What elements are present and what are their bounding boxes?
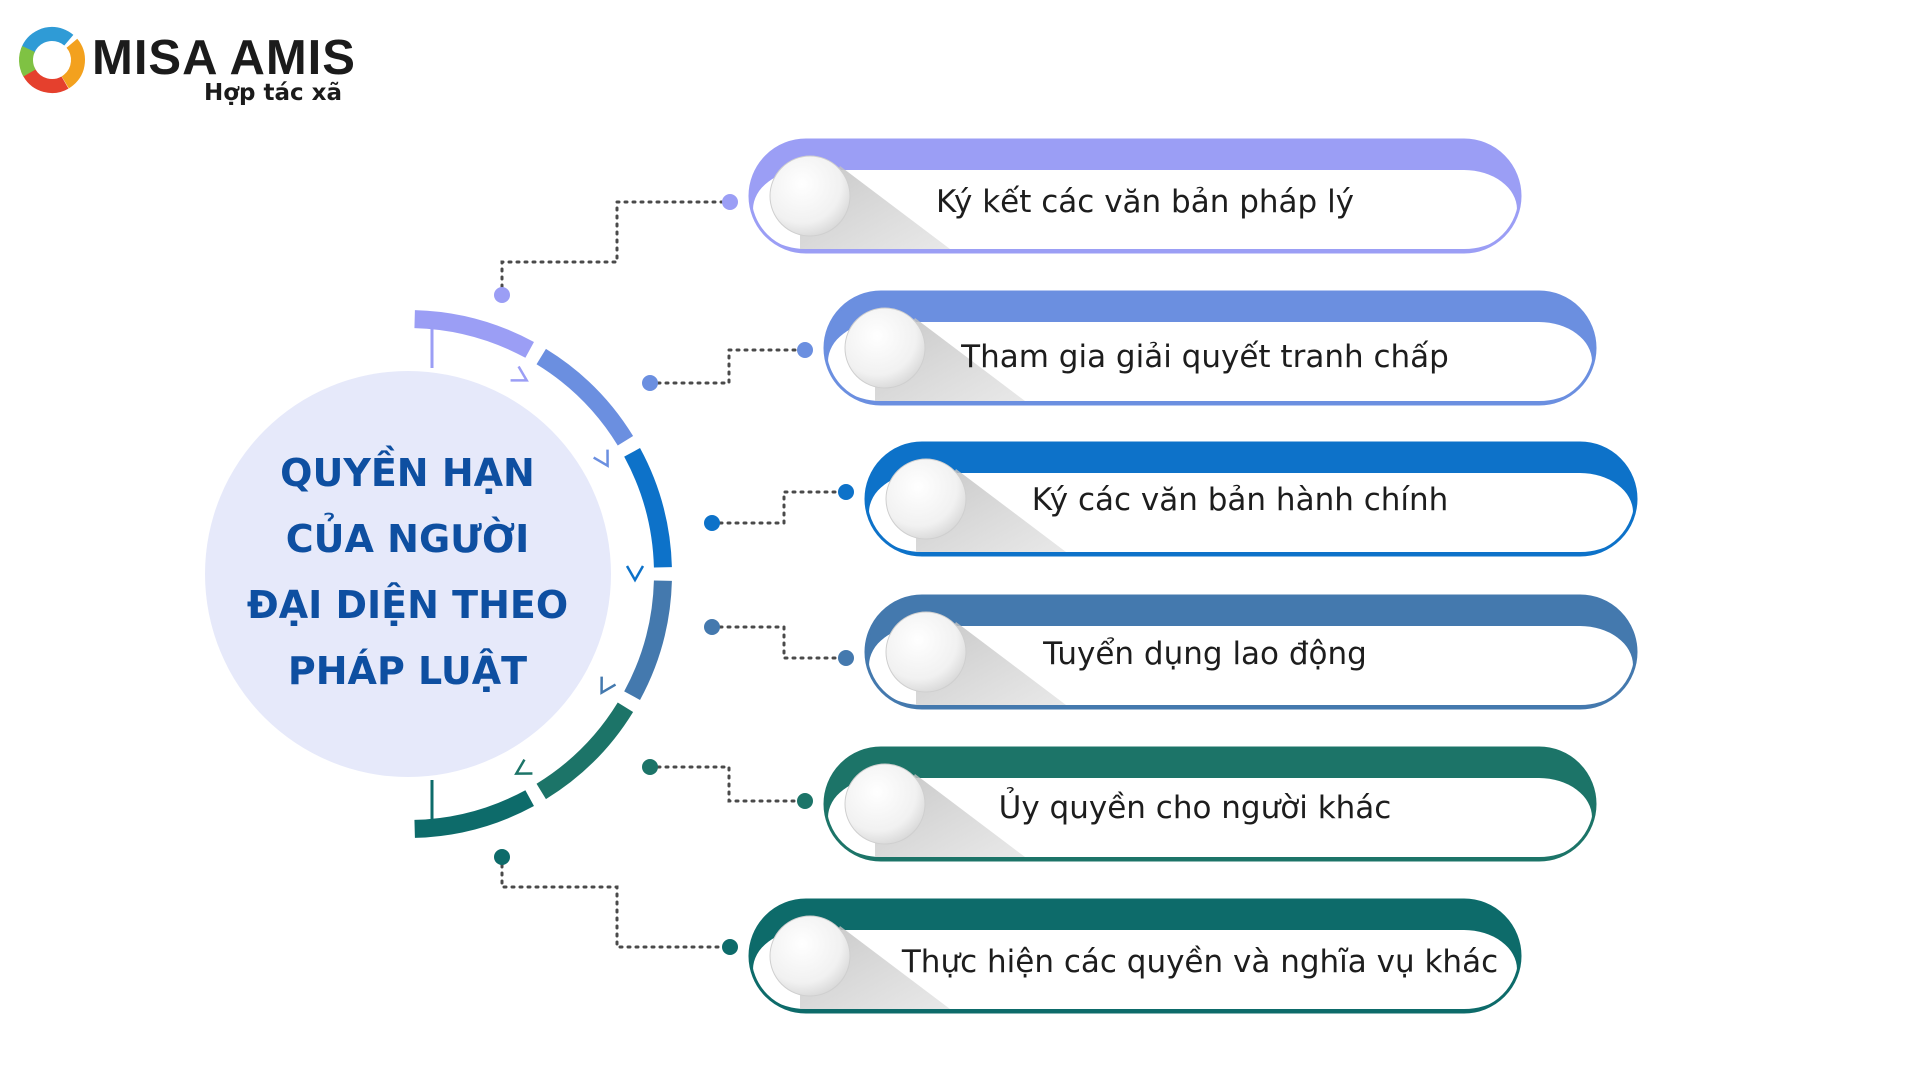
brand-name: MISA AMIS [92,31,356,85]
arc-segment-6 [414,790,534,838]
item-label-6: Thực hiện các quyền và nghĩa vụ khác [901,944,1499,980]
item-card-2 [823,290,1597,406]
connector-start-dot-1 [494,287,510,303]
connector-line-5 [648,765,807,803]
item-card-1 [748,138,1522,254]
misa-logo-icon [19,27,85,94]
card-outline-4 [864,594,1638,710]
knob-3 [885,458,967,540]
card-body-4 [869,626,1633,705]
junction-arrow-3 [625,565,645,583]
item-label-1: Ký kết các văn bản pháp lý [935,184,1355,220]
card-body-5 [828,778,1592,857]
knob-5 [844,763,926,845]
item-card-4 [864,594,1638,710]
card-outline-5 [823,746,1597,862]
connector-end-dot-1 [722,194,738,210]
junction-arrow-1 [510,365,529,382]
arc-segment-5 [536,702,634,800]
connector-line-2 [648,348,807,385]
arc-segment-3 [624,448,672,568]
arc-segment-4 [624,580,672,700]
knob-4 [885,611,967,693]
connector-start-dot-6 [494,849,510,865]
junction-arrow-2 [593,449,609,468]
knob-6 [769,915,851,997]
item-label-3: Ký các văn bản hành chính [1031,482,1449,518]
center-title: QUYỀN HẠN CỦA NGƯỜI ĐẠI DIỆN THEO PHÁP L… [246,451,569,693]
card-body-6 [753,930,1517,1009]
connector-line-1 [500,200,732,297]
connector-end-dot-3 [838,484,854,500]
card-body-3 [869,473,1633,552]
connector-line-6 [500,855,732,949]
knob-2 [844,307,926,389]
connectors [494,194,854,955]
item-card-5 [823,746,1597,862]
arc-segment-1 [414,310,534,358]
brand-subtitle: Hợp tác xã [204,80,343,106]
connector-start-dot-3 [704,515,720,531]
connector-end-dot-6 [722,939,738,955]
arc-segments [414,310,672,838]
knob-1 [769,155,851,237]
card-outline-6 [748,898,1522,1014]
connector-end-dot-4 [838,650,854,666]
card-body-1 [753,170,1517,249]
connector-line-4 [710,625,848,660]
item-label-4: Tuyển dụng lao động [1043,636,1367,672]
connector-start-dot-2 [642,375,658,391]
arc-segment-2 [536,348,634,446]
item-label-5: Ủy quyền cho người khác [998,790,1392,826]
item-cards [748,138,1638,1014]
item-label-2: Tham gia giải quyết tranh chấp [961,339,1449,375]
item-card-6 [748,898,1522,1014]
junction-arrow-5 [514,759,533,775]
connector-end-dot-5 [797,793,813,809]
connector-start-dot-5 [642,759,658,775]
connector-start-dot-4 [704,619,720,635]
card-body-2 [828,322,1592,401]
card-outline-2 [823,290,1597,406]
connector-line-3 [710,490,848,525]
connector-end-dot-2 [797,342,813,358]
card-outline-1 [748,138,1522,254]
junction-arrow-4 [600,676,617,695]
item-card-3 [864,441,1638,557]
card-outline-3 [864,441,1638,557]
center-circle [205,371,611,777]
